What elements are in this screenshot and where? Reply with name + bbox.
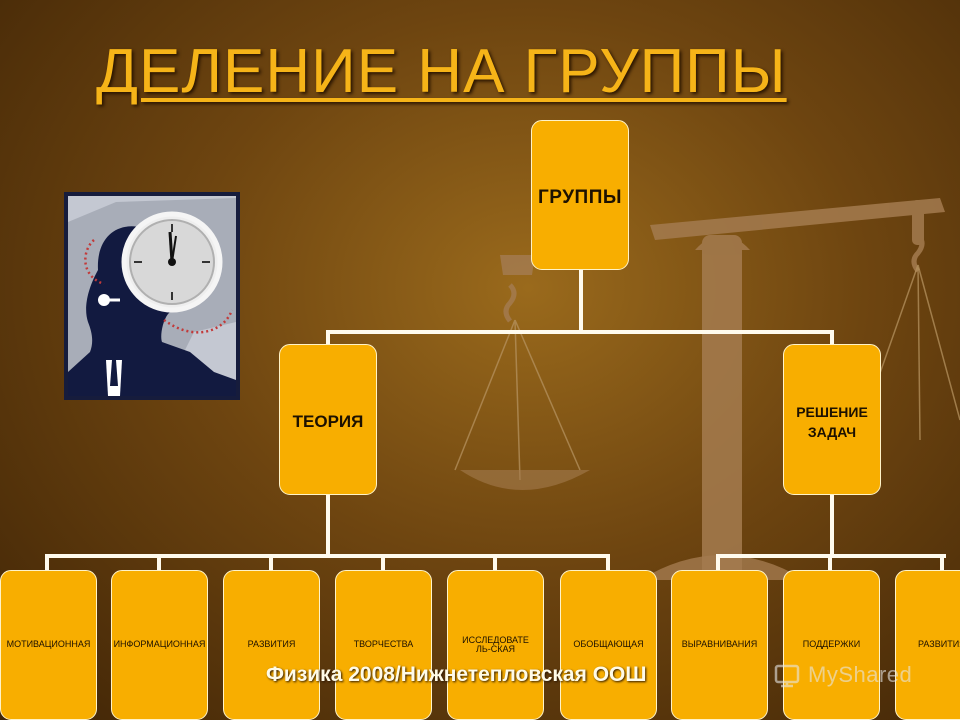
leaf-node-support: ПОДДЕРЖКИ	[783, 570, 880, 720]
leaf-node-informational: ИНФОРМАЦИОННАЯ	[111, 570, 208, 720]
leaf-node-label: ТВОРЧЕСТВА	[353, 639, 414, 650]
branch-node-label: РЕШЕНИЕ ЗАДАЧ	[796, 404, 868, 440]
watermark: MyShared	[772, 660, 912, 690]
root-node-label: ГРУППЫ	[538, 187, 622, 208]
leaf-node-motivational: МОТИВАЦИОННАЯ	[0, 570, 97, 720]
leaf-node-research: ИССЛЕДОВАТЕЛЬ-СКАЯ	[447, 570, 544, 720]
connector-line	[157, 554, 161, 572]
watermark-text: MyShared	[808, 662, 913, 687]
footer-caption: Физика 2008/Нижнетепловская ООШ	[266, 663, 647, 686]
root-node-groups: ГРУППЫ	[531, 120, 629, 270]
leaf-node-label: МОТИВАЦИОННАЯ	[6, 639, 91, 650]
page-title: ДЕЛЕНИЕ НА ГРУППЫ	[96, 37, 787, 106]
leaf-node-label: ИССЛЕДОВАТЕЛЬ-СКАЯ	[462, 634, 529, 654]
leaf-node-equalizing: ВЫРАВНИВАНИЯ	[671, 570, 768, 720]
thinking-man-clock-clipart	[64, 192, 240, 400]
leaf-node-label: ВЫРАВНИВАНИЯ	[681, 639, 758, 650]
leaf-node-label: ИНФОРМАЦИОННАЯ	[113, 639, 206, 650]
leaf-node-creativity: ТВОРЧЕСТВА	[335, 570, 432, 720]
leaf-node-label: РАЗВИТИЯ	[247, 639, 296, 650]
leaf-node-label: ПОДДЕРЖКИ	[802, 639, 861, 650]
leaf-node-development-2: РАЗВИТИЯ	[895, 570, 960, 720]
leaf-node-development: РАЗВИТИЯ	[223, 570, 320, 720]
branch-node-theory: ТЕОРИЯ	[279, 344, 377, 495]
connector-line	[606, 554, 610, 572]
connector-line	[579, 270, 583, 332]
connector-line	[45, 554, 49, 572]
myshared-logo-icon	[774, 664, 800, 688]
connector-line	[381, 554, 385, 572]
branch-node-label: ТЕОРИЯ	[292, 412, 364, 431]
connector-line	[326, 330, 330, 348]
leaf-node-label: ОБОБЩАЮЩАЯ	[573, 639, 644, 650]
connector-line	[716, 554, 720, 572]
connector-line	[326, 494, 330, 556]
connector-line	[830, 330, 834, 348]
connector-line	[828, 554, 832, 572]
branch-node-problem-solving: РЕШЕНИЕ ЗАДАЧ	[783, 344, 881, 495]
connector-line	[326, 330, 834, 334]
leaf-node-label: РАЗВИТИЯ	[918, 639, 960, 650]
connector-line	[940, 554, 944, 572]
connector-line	[45, 554, 610, 558]
balance-scales-background	[454, 198, 960, 595]
leaf-node-generalizing: ОБОБЩАЮЩАЯ	[560, 570, 657, 720]
connector-line	[830, 494, 834, 556]
connector-line	[269, 554, 273, 572]
connector-line	[493, 554, 497, 572]
